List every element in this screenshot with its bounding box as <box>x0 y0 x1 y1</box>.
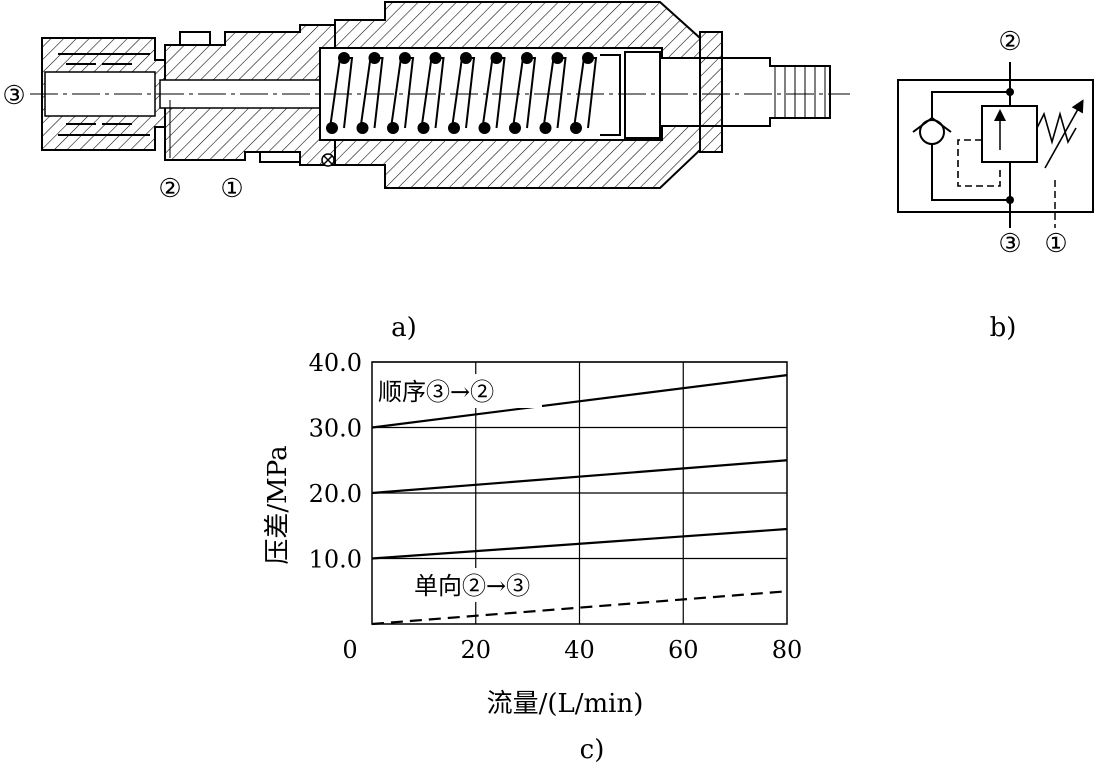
y-tick-label: 30.0 <box>309 415 362 443</box>
spring-wire-top <box>429 52 442 64</box>
adjust-arrow <box>1044 99 1084 169</box>
hydraulic-symbol: ② ③ ① b) <box>897 27 1094 343</box>
pressure-flow-chart: 0 20 40 60 80 10.0 20.0 30.0 40.0 顺序③→② 单向②→③ 流量… <box>263 349 802 765</box>
spring-wire-bottom <box>417 122 430 134</box>
screw-threads <box>774 66 826 118</box>
spring-wire-top <box>399 52 411 64</box>
spring-seat <box>600 51 661 139</box>
x-tick-label: 60 <box>668 636 699 664</box>
spring-wire-bottom <box>478 122 491 134</box>
series-line-4 <box>371 590 788 626</box>
x-tick-label: 40 <box>564 636 595 664</box>
spring-wire-bottom <box>387 122 399 134</box>
y-tick-label: 40.0 <box>309 349 362 377</box>
symbol-frame <box>897 79 1094 213</box>
lock-nut <box>699 31 723 153</box>
port-1-label: ① <box>220 174 243 204</box>
x-tick-label: 80 <box>772 636 803 664</box>
spring-wire-top <box>582 52 594 64</box>
spring-wire-top <box>338 52 350 64</box>
spring-wire-bottom <box>539 122 552 134</box>
spring-wire-bottom <box>356 122 369 134</box>
annotation-check: 单向②→③ <box>414 572 530 600</box>
series-line-2 <box>371 459 788 495</box>
y-tick-label: 10.0 <box>309 546 362 574</box>
x-tick-label: 20 <box>460 636 491 664</box>
spring-symbol <box>1036 111 1077 145</box>
spring-wire-bottom <box>570 122 582 134</box>
valve-box <box>981 105 1038 163</box>
caption-b: b) <box>990 313 1017 343</box>
spring-wire-top <box>460 52 472 64</box>
spring <box>326 52 598 134</box>
symbol-port-3-label: ③ <box>998 229 1021 259</box>
annotation-sequence-bg <box>376 374 542 408</box>
spring-wire-top <box>521 52 533 64</box>
port-2-label: ② <box>158 174 181 204</box>
series-line-3 <box>371 374 788 429</box>
caption-c: c) <box>580 735 605 765</box>
spring-wire-top <box>490 52 503 64</box>
annotation-check-bg <box>412 568 578 602</box>
y-axis-label: 压差/MPa <box>263 445 293 564</box>
caption-a: a) <box>391 313 417 343</box>
symbol-port-1-label: ① <box>1044 229 1067 259</box>
valve-cross-section: ③ ② ① a) <box>2 1 850 343</box>
port-3-label: ③ <box>2 81 25 111</box>
spring-wire-bottom <box>448 122 460 134</box>
left-cage-slots <box>58 53 150 136</box>
y-tick-label: 20.0 <box>309 480 362 508</box>
bypass-line <box>931 91 1010 201</box>
spring-wire-top <box>368 52 381 64</box>
x-tick-label: 0 <box>342 636 357 664</box>
pilot-line <box>957 139 1001 187</box>
chart-ticks: 0 20 40 60 80 10.0 20.0 30.0 40.0 <box>309 349 803 664</box>
chart-series <box>371 374 788 626</box>
check-valve-ball <box>919 119 945 145</box>
seal-symbol-cross <box>323 155 333 165</box>
check-valve-seat <box>912 116 952 133</box>
spring-wire-bottom <box>509 122 521 134</box>
annotation-sequence: 顺序③→② <box>378 378 494 406</box>
spring-wire-top <box>551 52 564 64</box>
spring-wire-bottom <box>326 122 338 134</box>
x-axis-label: 流量/(L/min) <box>487 689 644 719</box>
sleeve-groove <box>179 31 300 163</box>
series-line-1 <box>371 527 788 560</box>
symbol-port-2-label: ② <box>998 27 1021 57</box>
